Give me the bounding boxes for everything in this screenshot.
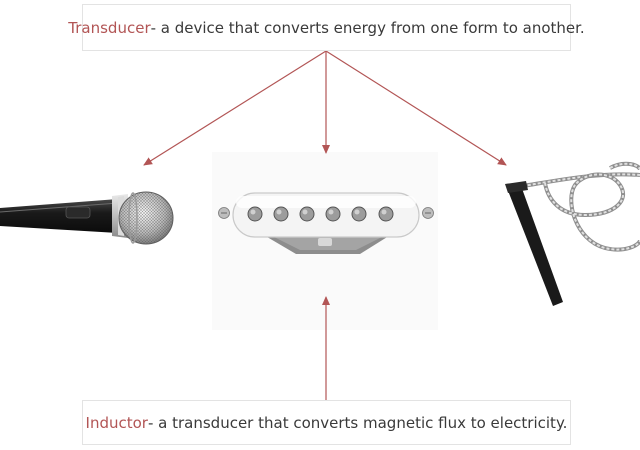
transducer-definition: Transducer - a device that converts ener… xyxy=(68,4,585,51)
transducer-description: - a device that converts energy from one… xyxy=(150,18,585,37)
microphone-icon xyxy=(0,191,174,245)
arrow-to-piezo xyxy=(325,50,507,166)
piezo-pickup-icon xyxy=(505,161,640,306)
transducer-term: Transducer xyxy=(68,18,151,37)
guitar-pickup-icon xyxy=(218,192,434,254)
inductor-description: - a transducer that converts magnetic fl… xyxy=(147,413,568,432)
arrow-to-microphone xyxy=(143,50,327,166)
inductor-definition: Inductor - a transducer that converts ma… xyxy=(82,400,571,445)
inductor-term: Inductor xyxy=(85,413,148,432)
